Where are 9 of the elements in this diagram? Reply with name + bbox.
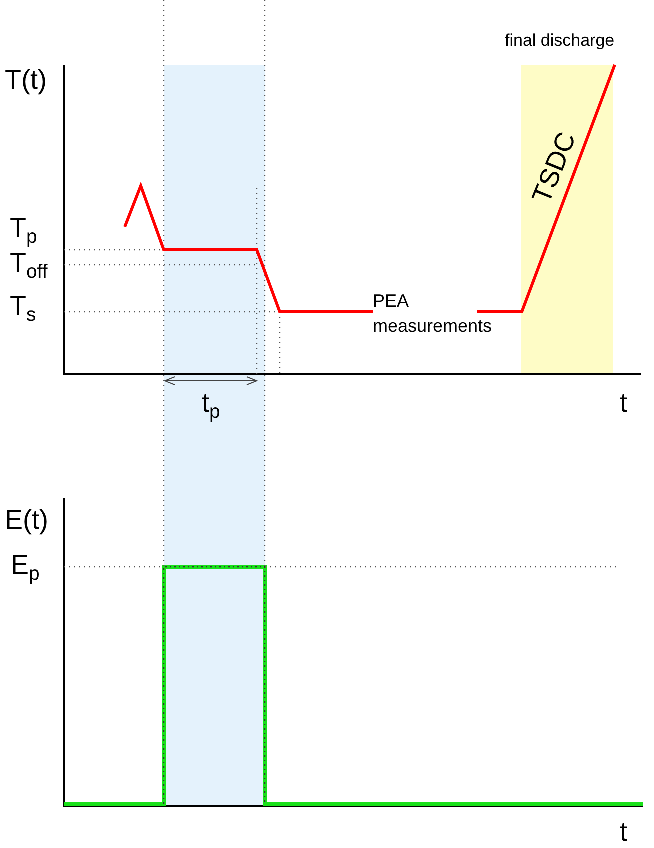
annotation: PEA measurements xyxy=(373,290,494,338)
axis-label: t xyxy=(620,389,628,419)
curve-label: TSDC xyxy=(527,128,583,208)
axis-label: T(t) xyxy=(5,66,47,96)
axis-label: t xyxy=(620,818,628,848)
level-label: T$_{s}$ xyxy=(10,292,36,322)
annotation: final discharge xyxy=(505,32,615,51)
level-label: T$_{off}$ xyxy=(10,249,48,279)
axis-label: E(t) xyxy=(5,506,48,536)
